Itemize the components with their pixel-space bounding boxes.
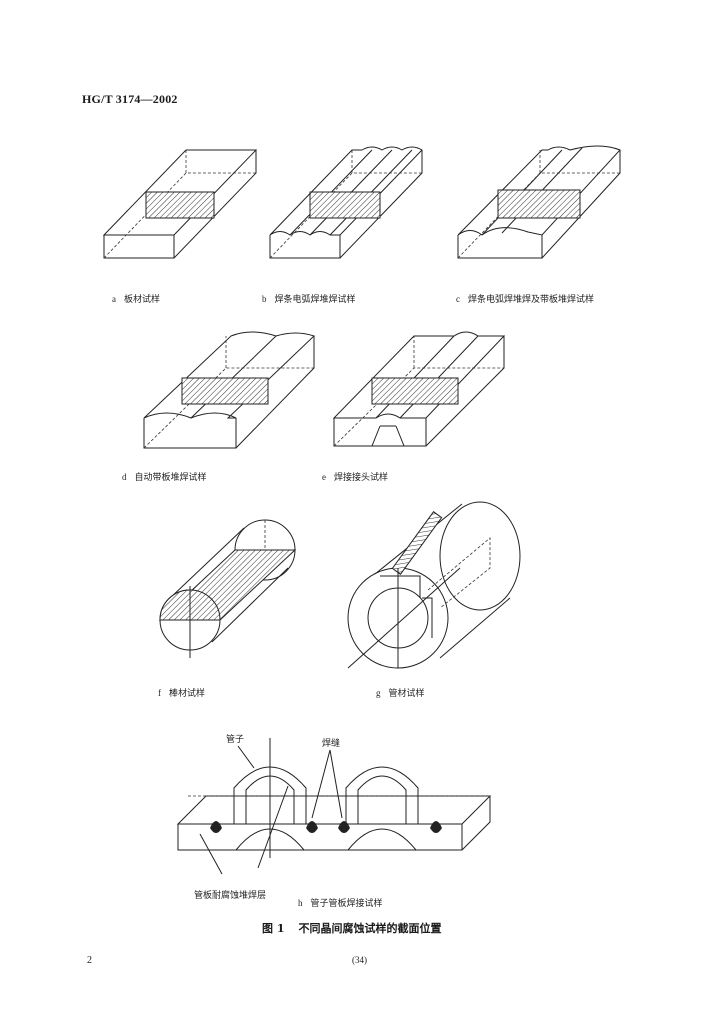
page-sequence: (34) [352, 955, 367, 965]
label-cladding: 管板耐腐蚀堆焊层 [194, 891, 267, 901]
figure-h-tube-tubesheet-weld [176, 738, 492, 875]
figure-c-strip-overlay-specimen [457, 145, 621, 259]
figure-f-bar-specimen [158, 519, 297, 658]
figure-e-welded-joint [332, 331, 506, 447]
figure-d-auto-strip-overlay [143, 331, 315, 449]
figure-b-overlay-specimen [269, 146, 423, 259]
label-weld-seam: 焊缝 [322, 739, 341, 749]
standard-code: HG/T 3174—2002 [82, 92, 178, 106]
page-number: 2 [87, 955, 92, 966]
figure-g-tube-specimen [347, 501, 521, 669]
label-tube: 管子 [226, 735, 245, 745]
figure-a-plate-specimen [102, 149, 258, 259]
